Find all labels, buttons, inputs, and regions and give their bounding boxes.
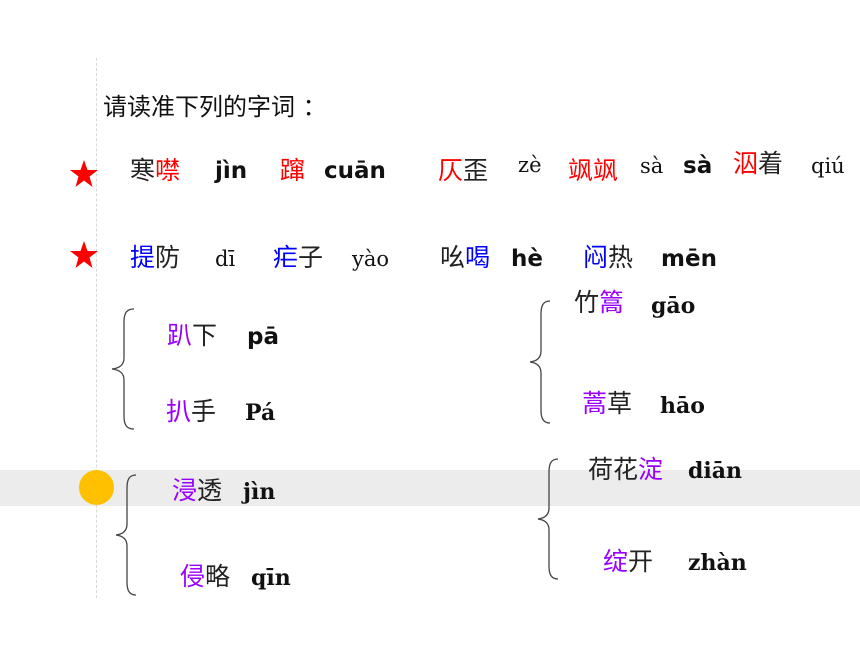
- highlight-band: [0, 470, 860, 506]
- word-menre: 闷热: [583, 243, 634, 272]
- word-hehuadian: 荷花淀: [588, 455, 664, 484]
- dashed-guide-line: [96, 58, 97, 598]
- pinyin-he: hè: [511, 246, 543, 272]
- word-hanjin: 寒噤: [130, 156, 181, 185]
- pinyin-zhan: zhàn: [688, 550, 747, 576]
- word-zhugao: 竹篙: [574, 288, 625, 317]
- word-sasa: 飒飒: [568, 156, 619, 185]
- pinyin-ze: zè: [518, 153, 542, 177]
- star-icon: [70, 241, 98, 268]
- pinyin-jin: jìn: [215, 158, 248, 184]
- left-brace-group1: [111, 308, 135, 430]
- pinyin-gao: gāo: [651, 293, 696, 319]
- word-yaohe: 吆喝: [440, 243, 491, 272]
- pinyin-men: mēn: [661, 246, 717, 272]
- pinyin-sa-2: sà: [683, 153, 713, 179]
- pinyin-qiu: qiú: [811, 154, 845, 178]
- word-paxia: 趴下: [167, 321, 218, 350]
- pinyin-yao: yào: [352, 247, 390, 271]
- word-zhankai: 绽开: [603, 547, 654, 576]
- star-icon: [70, 160, 98, 187]
- left-brace-group4: [537, 458, 559, 580]
- word-zewai: 仄歪: [438, 156, 489, 185]
- pinyin-pa-1: pā: [247, 324, 279, 350]
- pinyin-sa-1: sà: [640, 154, 664, 178]
- pinyin-hao: hāo: [660, 393, 705, 419]
- pinyin-di: dī: [215, 247, 236, 271]
- pinyin-cuan: cuān: [324, 158, 386, 184]
- word-yaozi: 疟子: [273, 243, 324, 272]
- pinyin-jin-2: jìn: [243, 479, 276, 505]
- word-pashou: 扒手: [166, 397, 217, 426]
- word-qiuzhe: 泅着: [733, 149, 784, 178]
- left-brace-group3: [115, 474, 137, 596]
- pinyin-qin: qīn: [251, 565, 291, 591]
- page-title: 请读准下列的字词 ：: [103, 93, 327, 121]
- word-haocao: 蒿草: [582, 389, 633, 418]
- pinyin-dian: diān: [688, 458, 742, 484]
- circle-bullet-icon: [79, 470, 114, 505]
- word-qinlue: 侵略: [180, 562, 231, 591]
- left-brace-group2: [529, 300, 551, 424]
- word-difang: 提防: [130, 243, 181, 272]
- pinyin-pa-2: Pá: [245, 400, 276, 426]
- word-jintou: 浸透: [172, 476, 223, 505]
- word-cuan: 蹿: [280, 156, 306, 185]
